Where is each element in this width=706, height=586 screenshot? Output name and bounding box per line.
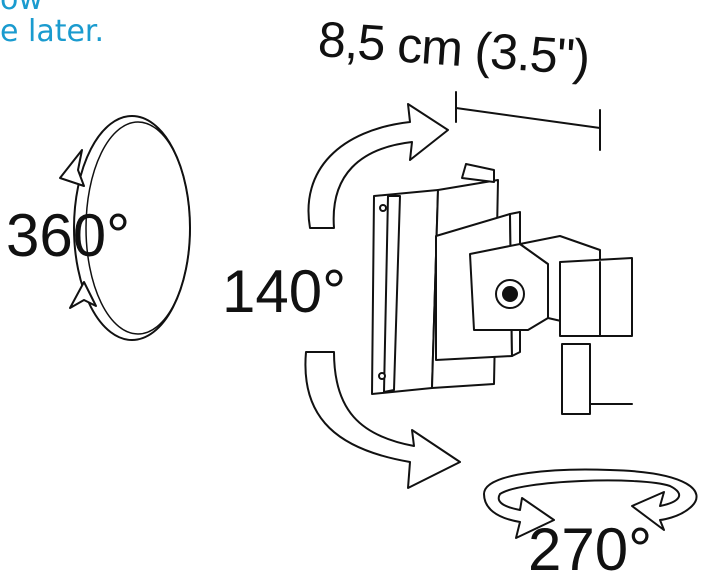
tilt-140-label: 140° (222, 258, 347, 325)
caption-text: ow e later. (0, 0, 104, 48)
tilt-up-arrow-icon (307, 103, 449, 229)
mount-arm (469, 235, 633, 415)
tilt-down-arrow-icon (304, 351, 461, 489)
dimension-indicator (455, 91, 601, 151)
rotation-360-label: 360° (6, 202, 131, 269)
caption-line-2: e later. (0, 14, 105, 49)
caption-line-1: ow (0, 0, 104, 16)
rotate-360-arrow-icon (59, 115, 191, 341)
swivel-270-arrow-icon (483, 468, 698, 539)
swivel-270-label: 270° (528, 516, 653, 583)
dimension-line (455, 107, 601, 129)
